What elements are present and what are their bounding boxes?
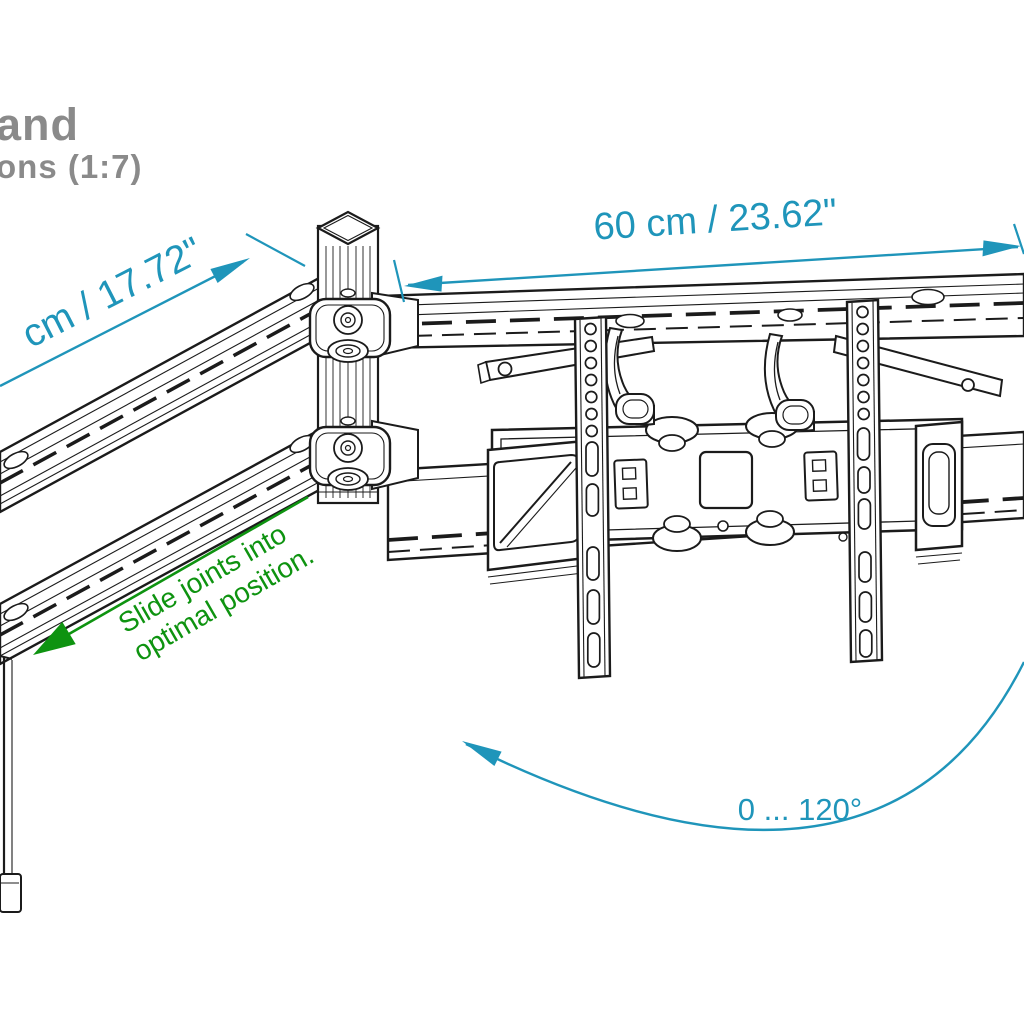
arc-arrowhead — [462, 741, 502, 766]
rail-screw — [3, 450, 29, 470]
swivel-range-arc: 0 ... 120° — [462, 661, 1024, 832]
vesa-round-holes — [584, 322, 599, 438]
note-arrow-line — [47, 495, 309, 648]
vesa-strip-right — [845, 298, 884, 664]
vesa-slots — [856, 427, 873, 658]
rail-width-label: 60 cm / 23.62" — [592, 191, 838, 248]
left-arm-bracket-box — [486, 439, 587, 585]
left-arm-lower-rail — [0, 420, 334, 666]
lower-hinge-joint — [308, 416, 419, 491]
rail-screw — [3, 602, 29, 622]
plate-oval-hole — [658, 434, 686, 452]
extension-line — [392, 259, 406, 303]
top-rail — [376, 272, 1024, 350]
plate-screw-hole — [838, 532, 848, 542]
upper-hinge-joint — [308, 288, 419, 363]
post-top-cap — [315, 210, 381, 246]
page-scale-fragment: ons (1:7) — [0, 148, 143, 185]
extension-line — [245, 233, 306, 267]
link-arm-screw — [497, 361, 513, 377]
plate-oval-hole — [663, 515, 691, 533]
dimension-line — [0, 260, 244, 388]
rail-hole — [615, 313, 645, 329]
page-title-fragment: and — [0, 99, 80, 150]
rail-hole — [911, 288, 945, 306]
vesa-strip-left — [573, 315, 612, 680]
plate-oval-hole — [758, 430, 786, 448]
extension-line — [1012, 223, 1024, 255]
rail-screw — [289, 282, 315, 302]
plate-center-cutout — [698, 450, 754, 510]
dimension-arrowhead — [982, 240, 1021, 257]
dimension-line — [407, 245, 1019, 287]
plate-connector-block — [613, 458, 649, 510]
vesa-round-holes — [856, 305, 871, 421]
link-arm-screw — [961, 378, 975, 392]
dimension-arrowhead — [404, 275, 443, 292]
plate-screw-hole — [717, 520, 729, 532]
left-arm-upper-rail — [0, 268, 334, 514]
plate-connector-block — [803, 450, 839, 502]
arc-line — [465, 661, 1024, 832]
vesa-slots — [585, 441, 601, 668]
plate-oval-hole — [756, 510, 784, 528]
wall-post-stub — [0, 655, 22, 913]
swivel-range-label: 0 ... 120° — [738, 792, 862, 827]
right-tilt-hook — [763, 332, 815, 432]
dimension-arrowhead — [210, 258, 250, 283]
right-arm-bracket-box — [914, 420, 964, 565]
post-foot-bracket — [0, 873, 22, 913]
note-arrowhead — [33, 621, 76, 655]
rail-hole — [777, 308, 803, 322]
